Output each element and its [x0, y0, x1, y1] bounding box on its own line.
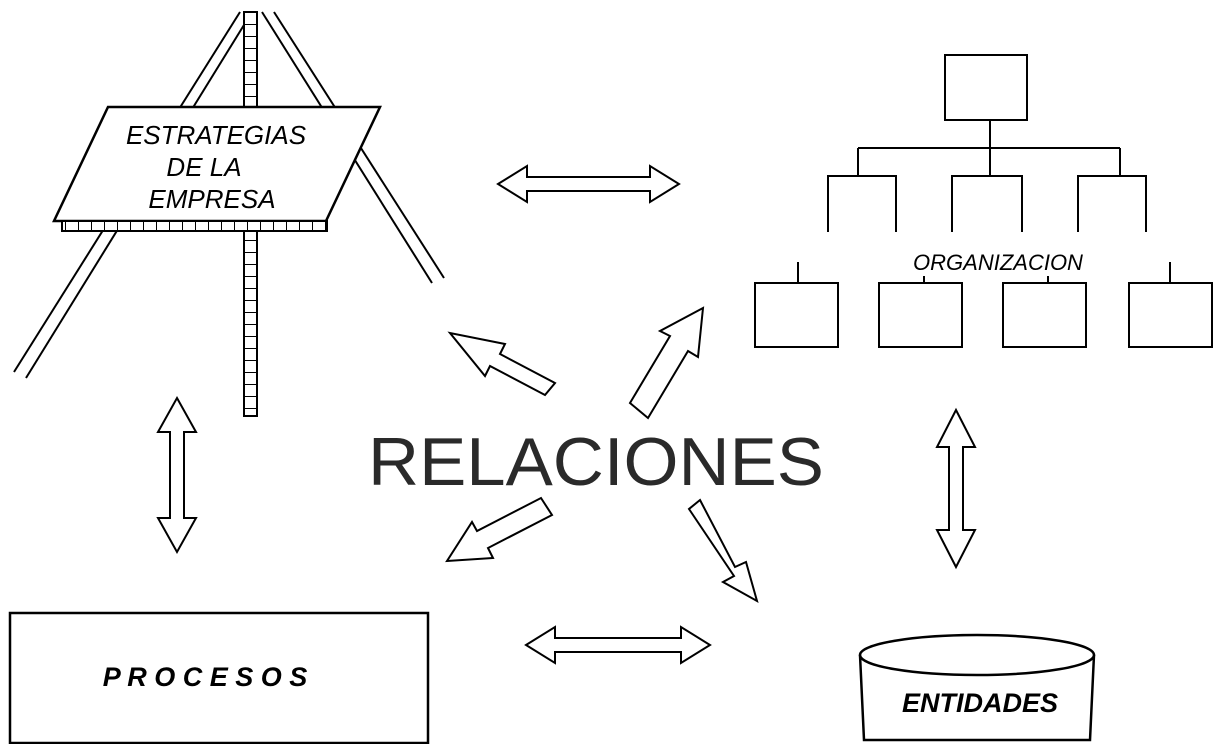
arrow-to-entities [687, 498, 759, 604]
arrow-to-strategy [447, 331, 557, 397]
arrow-to-organization [628, 306, 705, 420]
strategy-board [52, 105, 382, 232]
double-arrow-processes-entities [524, 625, 712, 665]
strategy-label-line2: DE LA [166, 152, 241, 182]
double-arrow-strategy-organization [496, 164, 681, 204]
org-chart-box-4 [1128, 282, 1213, 348]
org-chart-box-1 [754, 282, 839, 348]
entities-cylinder [858, 633, 1096, 742]
org-chart [754, 54, 1213, 348]
double-arrow-strategy-processes [156, 395, 198, 555]
double-arrow-organization-entities [935, 407, 977, 570]
org-chart-top-box [944, 54, 1028, 121]
organization-label: ORGANIZACION [913, 250, 1083, 275]
entities-label: ENTIDADES [902, 688, 1058, 718]
org-chart-box-2 [878, 282, 963, 348]
processes-box [8, 611, 430, 744]
strategy-label-line1: ESTRATEGIAS [126, 120, 307, 150]
central-label: RELACIONES [368, 424, 824, 500]
strategy-label-line3: EMPRESA [148, 184, 275, 214]
org-chart-box-3 [1002, 282, 1087, 348]
processes-label: P R O C E S O S [103, 662, 308, 692]
arrow-to-processes [445, 496, 554, 563]
